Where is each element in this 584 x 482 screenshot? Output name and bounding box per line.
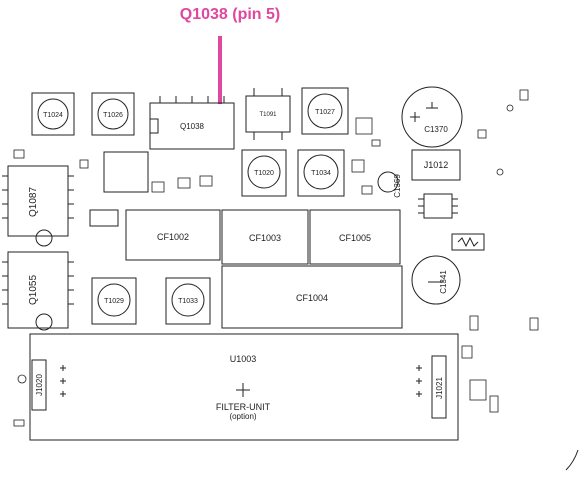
- connector-j1021: J1021: [416, 355, 447, 419]
- transformer-t1024: T1024: [31, 92, 75, 136]
- svg-text:T1026: T1026: [103, 112, 123, 119]
- svg-text:U1003: U1003: [230, 354, 257, 364]
- svg-text:C1370: C1370: [424, 125, 448, 134]
- transformer-t1091: T1091: [245, 88, 291, 140]
- small-parts: [13, 89, 539, 427]
- svg-text:Q1055: Q1055: [28, 275, 39, 305]
- capacitor-c1369: C1369: [377, 171, 402, 198]
- svg-text:Q1087: Q1087: [28, 187, 39, 217]
- connector-j1012: J1012: [411, 149, 461, 181]
- svg-text:J1012: J1012: [424, 160, 449, 170]
- svg-text:Q1038: Q1038: [180, 122, 205, 131]
- svg-text:CF1003: CF1003: [249, 233, 281, 243]
- module-q1055: Q1055: [2, 251, 74, 331]
- svg-text:T1033: T1033: [178, 298, 198, 305]
- transformer-t1033: T1033: [165, 277, 211, 325]
- filter-cf1002: CF1002: [125, 209, 221, 261]
- svg-text:C1341: C1341: [439, 270, 448, 294]
- filter-cf1004: CF1004: [221, 265, 403, 329]
- transformer-t1026: T1026: [91, 92, 135, 136]
- svg-text:T1020: T1020: [254, 170, 274, 177]
- svg-text:T1029: T1029: [104, 298, 124, 305]
- transformer-t1034: T1034: [297, 149, 345, 197]
- filter-unit-u1003: U1003 FILTER-UNIT (option): [29, 333, 459, 441]
- board-edge: [565, 449, 579, 471]
- transformer-t1020: T1020: [241, 149, 287, 197]
- connector-j1020: J1020: [31, 359, 66, 411]
- resistor-r1455: [451, 233, 485, 251]
- svg-text:J1021: J1021: [435, 377, 444, 399]
- ic-q1070: [418, 193, 458, 219]
- svg-text:(option): (option): [229, 412, 256, 421]
- svg-text:T1091: T1091: [259, 112, 277, 118]
- svg-text:J1020: J1020: [35, 374, 44, 396]
- svg-text:FILTER-UNIT: FILTER-UNIT: [216, 402, 271, 412]
- module-q1087: Q1087: [2, 165, 74, 247]
- transformer-t1029: T1029: [91, 277, 137, 325]
- svg-text:T1034: T1034: [311, 170, 331, 177]
- callout-label: Q1038 (pin 5): [179, 6, 281, 23]
- svg-text:CF1005: CF1005: [339, 233, 371, 243]
- svg-text:CF1002: CF1002: [157, 232, 189, 242]
- filter-cf1005: CF1005: [309, 209, 401, 265]
- svg-text:T1024: T1024: [43, 112, 63, 119]
- svg-text:C1369: C1369: [393, 174, 402, 198]
- crystal-cd1062: [103, 151, 149, 193]
- capacitor-c1341: C1341: [411, 255, 461, 305]
- capacitor-c1370: C1370: [401, 86, 463, 148]
- filter-l1054: [89, 209, 119, 227]
- svg-text:T1027: T1027: [315, 109, 335, 116]
- filter-cf1003: CF1003: [221, 209, 309, 265]
- module-q1038: Q1038: [149, 96, 235, 150]
- transformer-t1027: T1027: [301, 87, 349, 135]
- svg-text:CF1004: CF1004: [296, 293, 328, 303]
